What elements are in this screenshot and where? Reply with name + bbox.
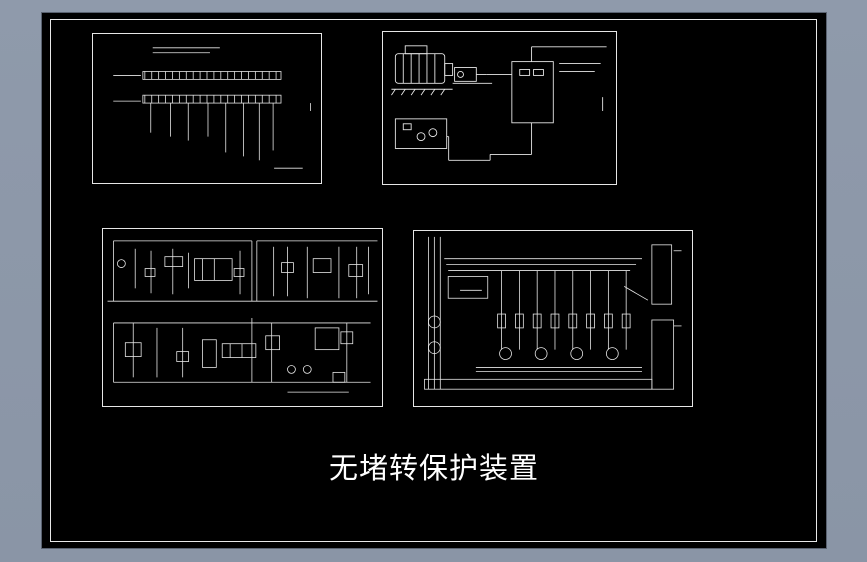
branch-contactor bbox=[621, 313, 631, 329]
branch-contactor bbox=[586, 313, 595, 329]
terminal-wiring-graphic bbox=[113, 47, 312, 169]
motor-symbol bbox=[499, 347, 512, 360]
control-circuit-graphic bbox=[107, 240, 378, 393]
motor-symbol bbox=[605, 347, 619, 360]
sheet-main-circuit bbox=[413, 230, 693, 407]
main-circuit-graphic bbox=[424, 236, 682, 390]
branch-contactor bbox=[604, 313, 613, 329]
sheet-terminal-wiring bbox=[92, 33, 322, 184]
motor-symbol bbox=[534, 347, 548, 360]
branch-contactor bbox=[550, 313, 560, 329]
motor-symbol bbox=[570, 347, 584, 360]
equipment-layout-graphic bbox=[391, 45, 607, 161]
drawing-border-frame bbox=[50, 19, 817, 542]
branch-contactor bbox=[497, 313, 506, 329]
sheet-control-circuit bbox=[102, 228, 383, 407]
branch-contactor bbox=[568, 313, 578, 329]
drawing-title: 无堵转保护装置 bbox=[328, 451, 539, 485]
cad-drawing-viewport[interactable]: 无堵转保护装置 bbox=[41, 12, 827, 549]
branch-contactor bbox=[515, 313, 524, 329]
sheet-equipment-layout bbox=[382, 31, 617, 185]
branch-contactor bbox=[532, 313, 542, 329]
